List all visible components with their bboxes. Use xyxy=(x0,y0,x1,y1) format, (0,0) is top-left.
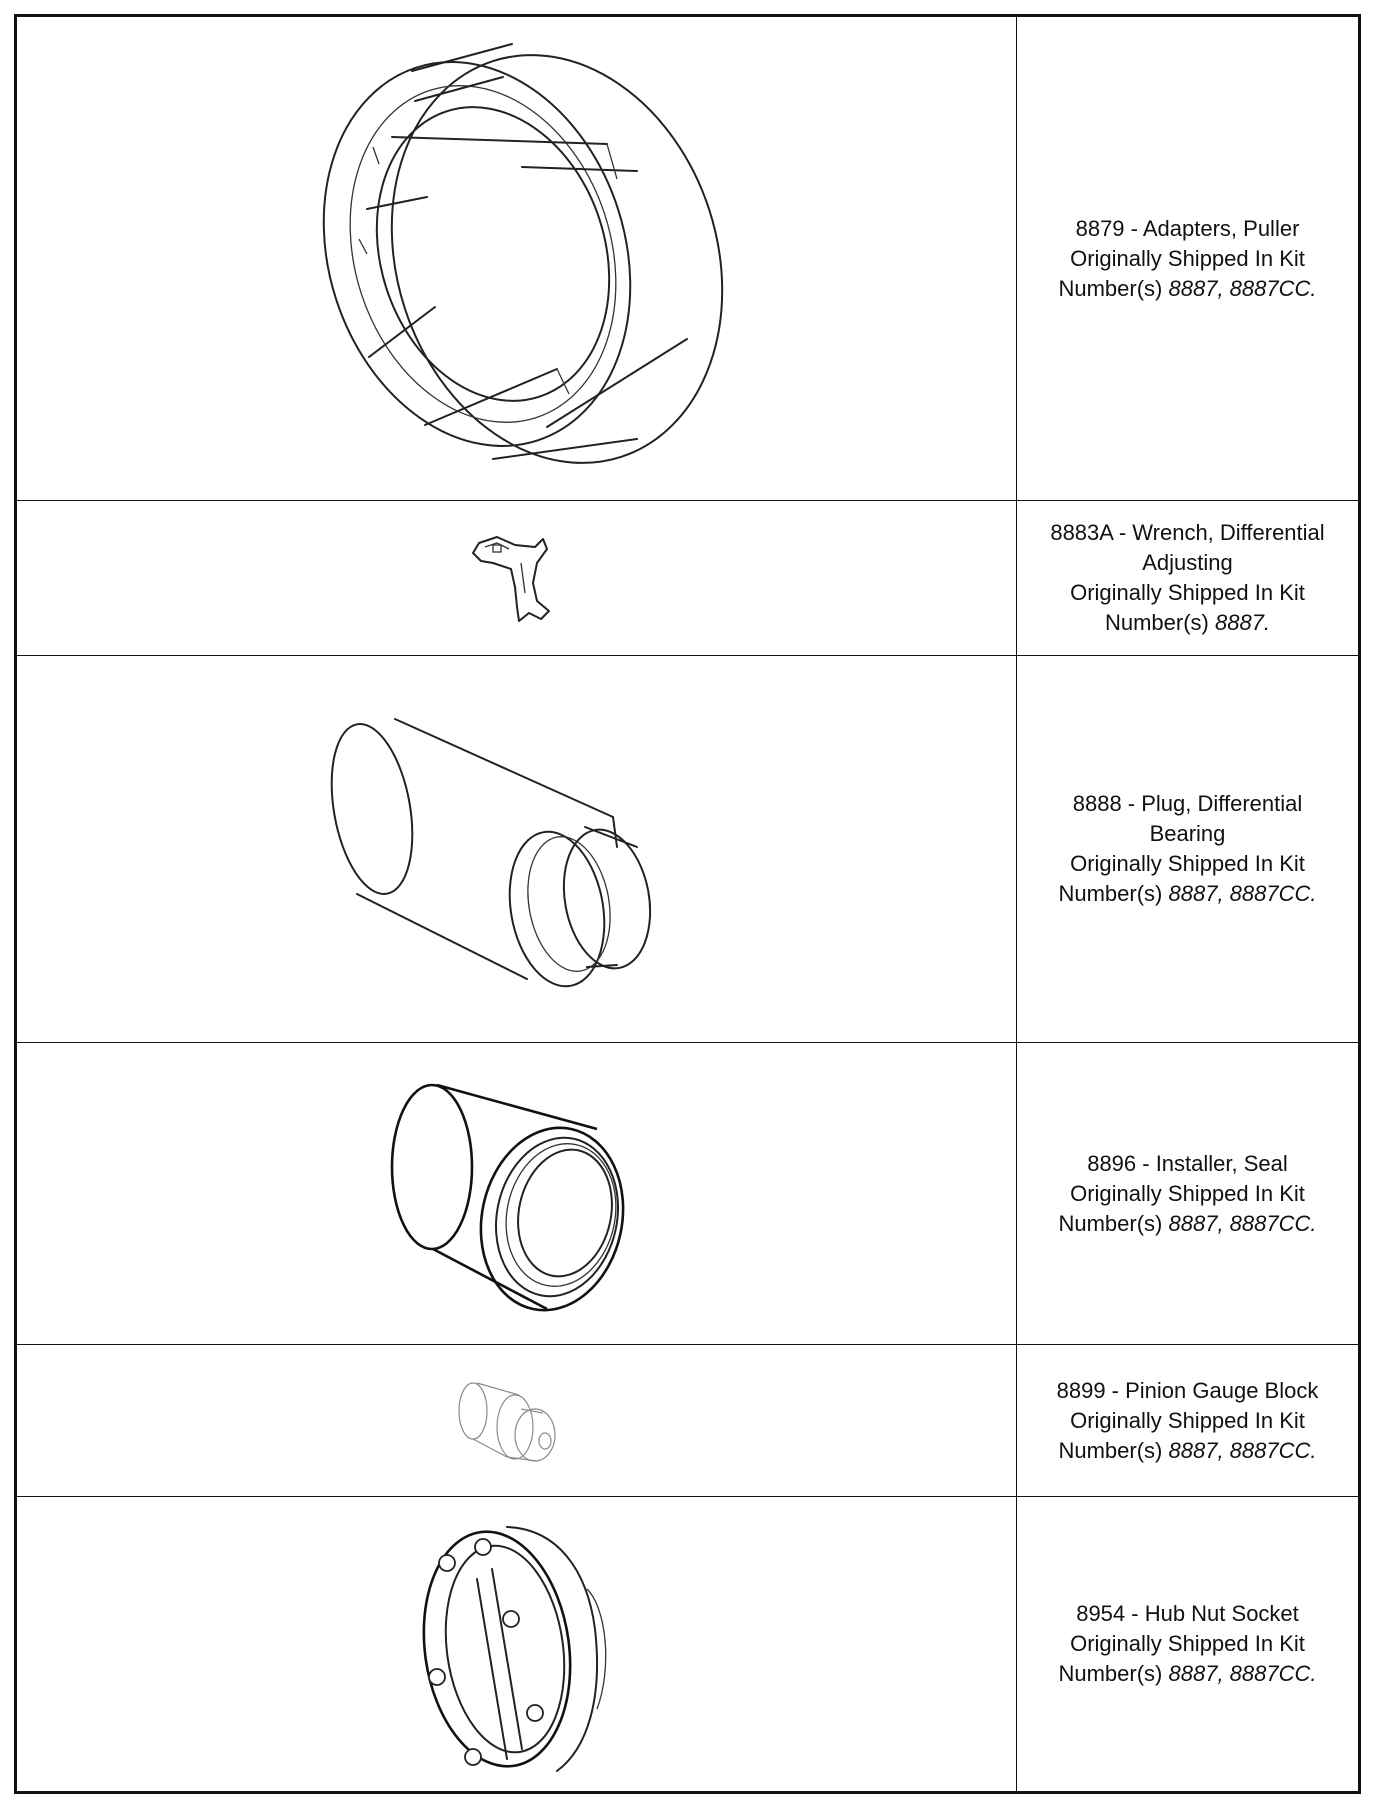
special-tools-table: 8879 - Adapters, Puller Originally Shipp… xyxy=(14,14,1361,1794)
tool-shipped-note: Originally Shipped In Kit xyxy=(1070,1180,1305,1206)
tool-kit-numbers: Number(s) 8887, 8887CC. xyxy=(1058,881,1317,906)
puller-adapters-illustration xyxy=(322,42,723,464)
tool-shipped-note: Originally Shipped In Kit xyxy=(1070,245,1305,271)
tool-illustration-cell xyxy=(15,1042,1017,1345)
tool-title: 8899 - Pinion Gauge Block xyxy=(1056,1377,1319,1403)
tool-kit-numbers: Number(s) 8887. xyxy=(1104,610,1271,635)
tool-title: 8879 - Adapters, Puller xyxy=(1075,215,1300,241)
tool-shipped-note: Originally Shipped In Kit xyxy=(1070,580,1305,605)
tool-title: 8883A - Wrench, Differential xyxy=(1050,520,1325,545)
tool-title: 8954 - Hub Nut Socket xyxy=(1076,1601,1299,1626)
tool-kit-numbers: Number(s) 8887, 8887CC. xyxy=(1058,275,1317,301)
tool-illustration-cell xyxy=(15,655,1017,1043)
tool-row-8896: 8896 - Installer, Seal Originally Shippe… xyxy=(15,1042,1360,1345)
seal-installer-illustration xyxy=(390,1083,624,1311)
tool-row-8954: 8954 - Hub Nut Socket Originally Shipped… xyxy=(15,1496,1360,1793)
tool-illustration-cell xyxy=(15,15,1017,501)
tool-illustration-cell xyxy=(15,500,1017,656)
tool-description-cell: 8899 - Pinion Gauge Block Originally Shi… xyxy=(1016,1344,1360,1497)
tool-shipped-note: Originally Shipped In Kit xyxy=(1070,1631,1305,1656)
tool-kit-numbers: Number(s) 8887, 8887CC. xyxy=(1058,1661,1317,1686)
tool-description-cell: 8888 - Plug, Differential Bearing Origin… xyxy=(1016,655,1360,1043)
bearing-plug-illustration xyxy=(330,718,651,988)
tool-illustration-cell xyxy=(15,1344,1017,1497)
adjusting-wrench-illustration xyxy=(471,536,550,622)
tool-row-8899: 8899 - Pinion Gauge Block Originally Shi… xyxy=(15,1344,1360,1497)
tool-illustration-cell xyxy=(15,1496,1017,1793)
tool-description-cell: 8954 - Hub Nut Socket Originally Shipped… xyxy=(1016,1496,1360,1793)
tool-title: 8888 - Plug, Differential xyxy=(1072,791,1303,816)
tool-kit-numbers: Number(s) 8887, 8887CC. xyxy=(1058,1210,1317,1236)
tool-shipped-note: Originally Shipped In Kit xyxy=(1070,1407,1305,1433)
tool-description-cell: 8879 - Adapters, Puller Originally Shipp… xyxy=(1016,15,1360,501)
tool-row-8888: 8888 - Plug, Differential Bearing Origin… xyxy=(15,655,1360,1043)
tool-shipped-note: Originally Shipped In Kit xyxy=(1070,851,1305,876)
tool-description-cell: 8883A - Wrench, Differential Adjusting O… xyxy=(1016,500,1360,656)
tool-title-continued: Adjusting xyxy=(1142,550,1233,575)
hub-nut-socket-illustration xyxy=(422,1526,606,1772)
tool-title-continued: Bearing xyxy=(1149,821,1226,846)
tool-title: 8896 - Installer, Seal xyxy=(1087,1150,1288,1176)
tool-row-8879: 8879 - Adapters, Puller Originally Shipp… xyxy=(15,15,1360,501)
tool-description-cell: 8896 - Installer, Seal Originally Shippe… xyxy=(1016,1042,1360,1345)
tool-kit-numbers: Number(s) 8887, 8887CC. xyxy=(1058,1437,1317,1463)
pinion-gauge-block-illustration xyxy=(457,1381,556,1462)
tool-row-8883a: 8883A - Wrench, Differential Adjusting O… xyxy=(15,500,1360,656)
